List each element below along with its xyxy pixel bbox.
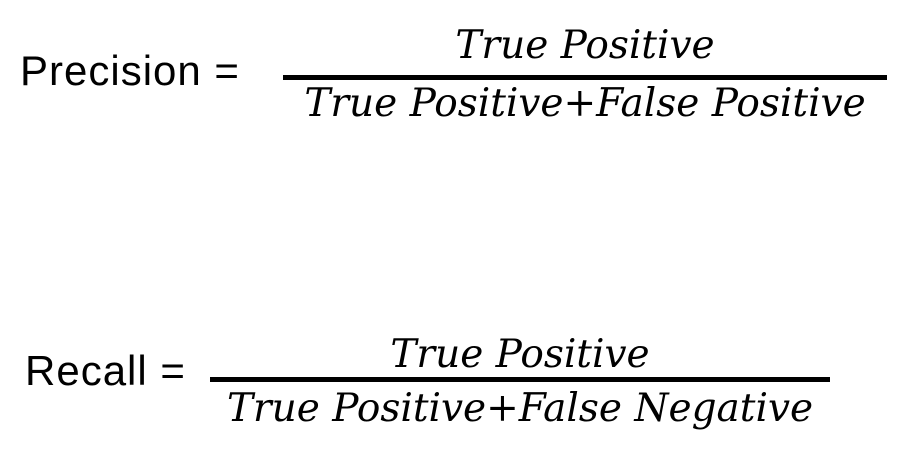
precision-numerator: True Positive [455,23,715,68]
recall-numerator: True Positive [390,332,650,377]
fraction-bar [283,75,887,81]
precision-label: Precision = [20,47,240,94]
recall-label: Recall = [25,347,186,394]
fraction-bar [210,377,830,383]
recall-denominator: True Positive+False Negative [226,386,814,432]
precision-denominator: True Positive+False Positive [304,81,866,127]
recall-fraction: True Positive True Positive+False Negati… [210,332,830,432]
precision-fraction: True Positive True Positive+False Positi… [283,23,887,127]
